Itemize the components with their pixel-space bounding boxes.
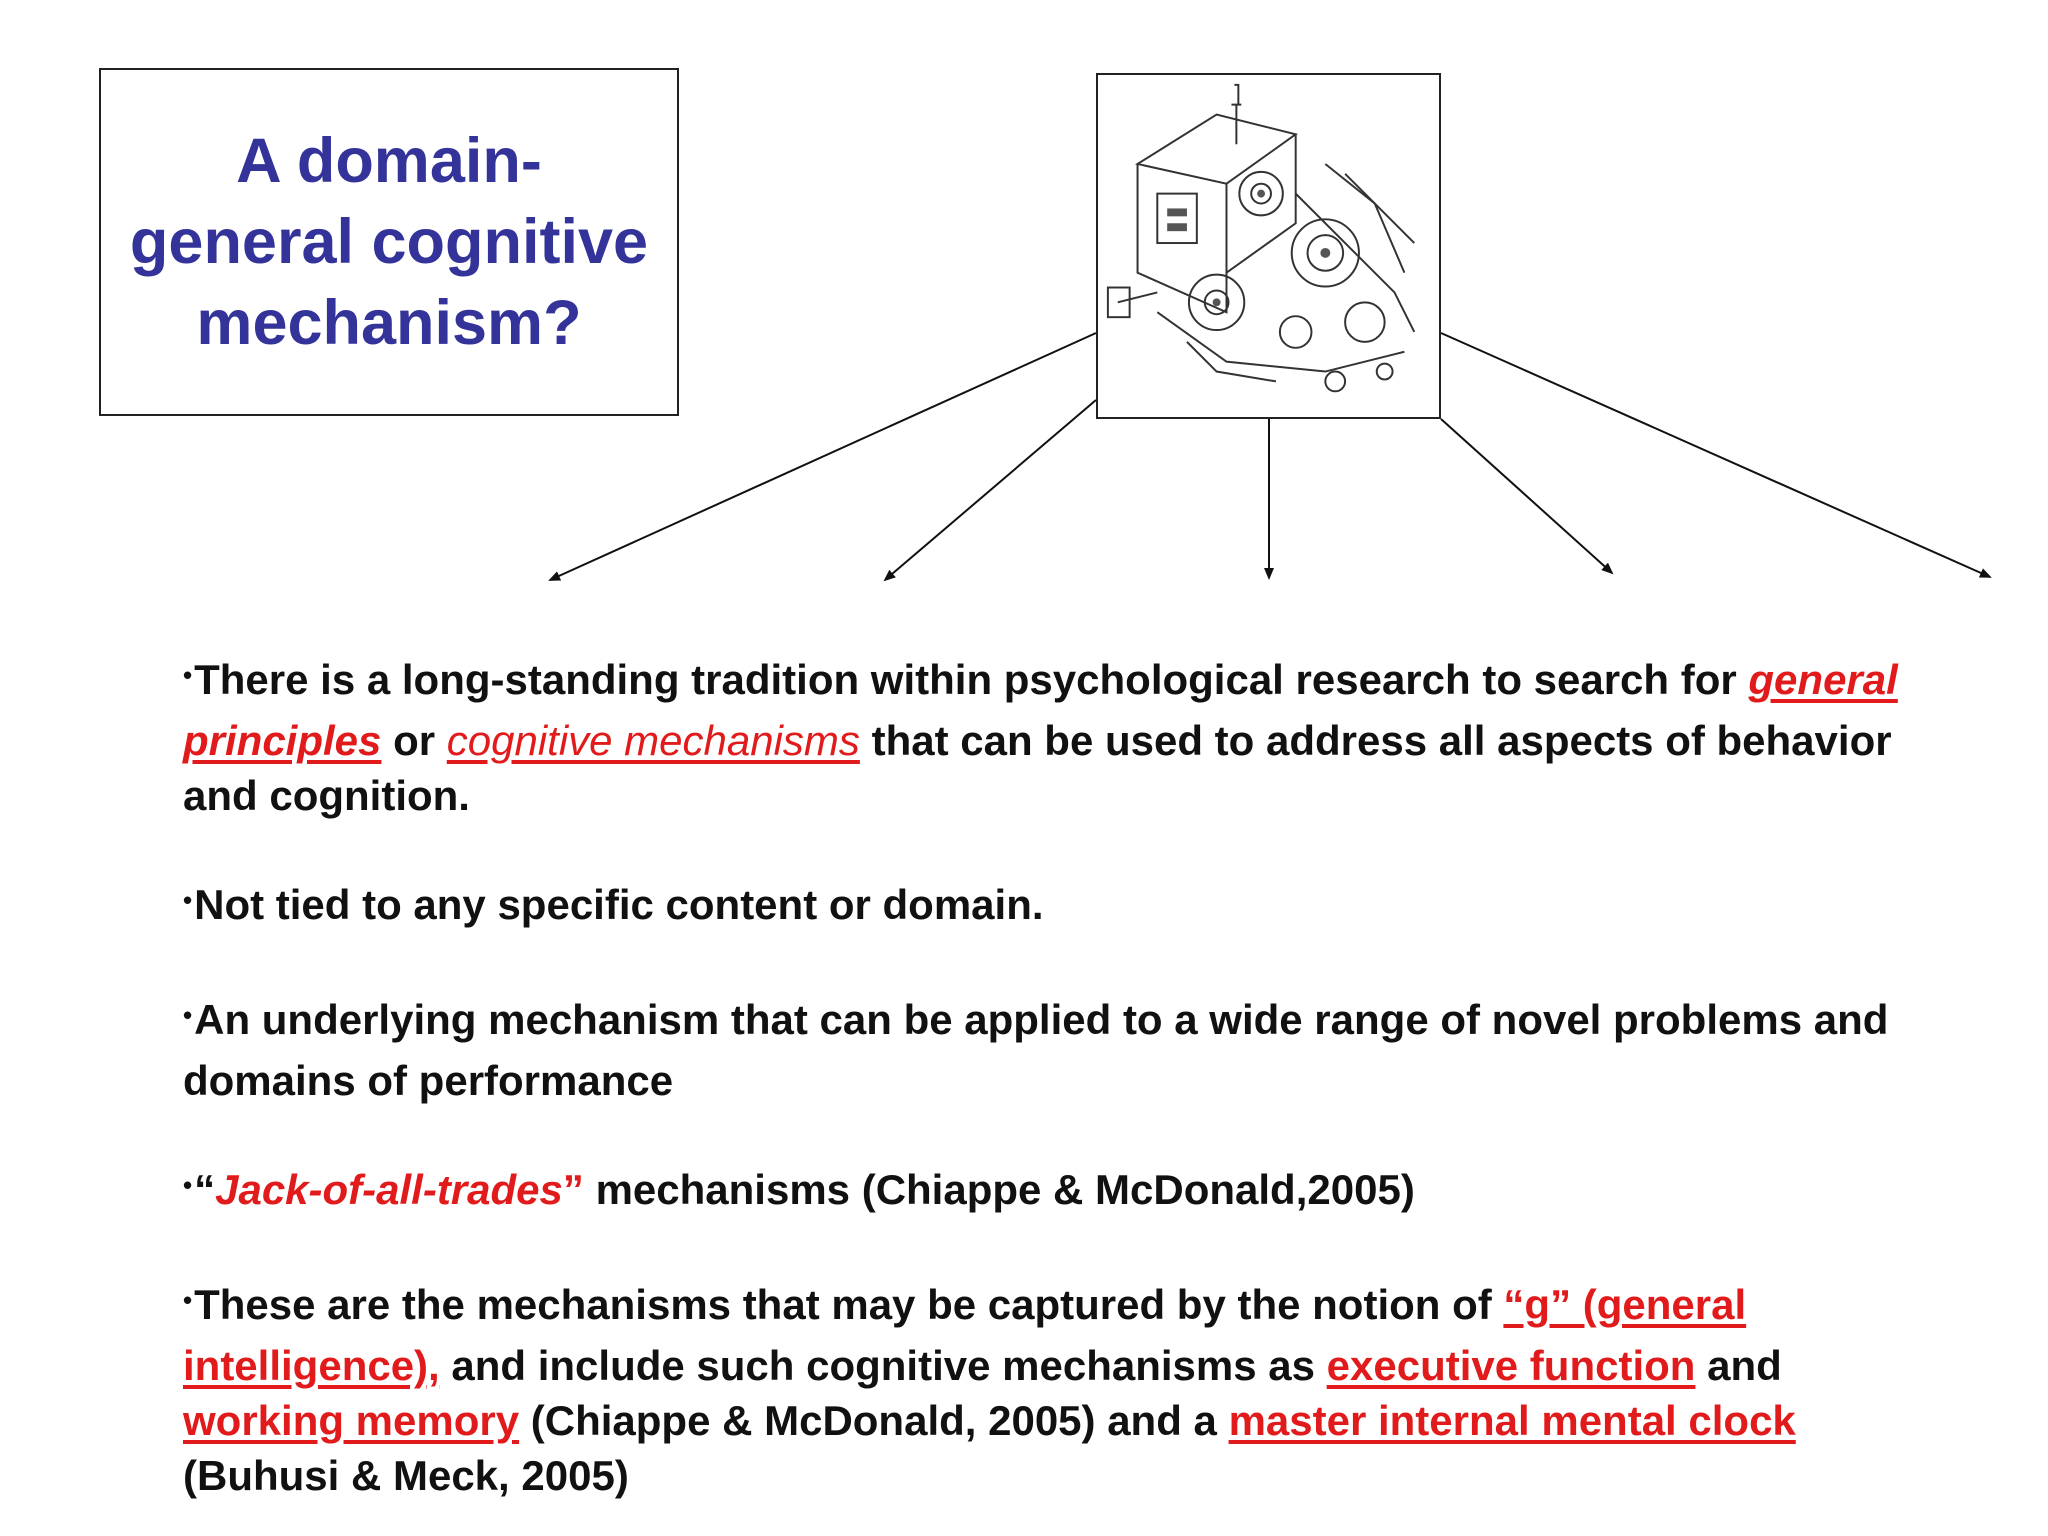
arrow-4 xyxy=(1440,418,1614,575)
title-box: A domain-general cognitive mechanism? xyxy=(99,68,679,416)
bullet-marker: • xyxy=(183,660,193,690)
bullet-marker: • xyxy=(183,885,193,915)
slide-title: A domain-general cognitive mechanism? xyxy=(129,125,649,358)
link-working-memory[interactable]: working memory xyxy=(183,1397,520,1444)
link-cognitive-mechanisms[interactable]: cognitive mechanisms xyxy=(446,717,860,764)
bullet-3-text: An underlying mechanism that can be appl… xyxy=(183,996,1889,1104)
bullet-5-text-2: and include such cognitive mechanisms as xyxy=(439,1342,1327,1389)
bullet-marker: • xyxy=(183,1000,193,1030)
link-executive-function[interactable]: executive function xyxy=(1326,1342,1696,1389)
bullet-5-text-3: and xyxy=(1695,1342,1782,1389)
bullet-1-text: There is a long-standing tradition withi… xyxy=(194,656,1749,703)
bullet-5-text: These are the mechanisms that may be cap… xyxy=(194,1281,1504,1328)
machine-illustration-frame xyxy=(1096,73,1441,419)
bullet-5: •These are the mechanisms that may be ca… xyxy=(183,1277,1933,1503)
open-quote: “ xyxy=(194,1166,216,1213)
bullet-1-text-3: that can be used to address all aspects … xyxy=(183,717,1892,819)
jack-of-all-trades-term: Jack-of-all-trades xyxy=(215,1166,563,1213)
bullet-4: •“Jack-of-all-trades” mechanisms (Chiapp… xyxy=(183,1162,1933,1223)
bullet-1: •There is a long-standing tradition with… xyxy=(183,652,1933,823)
bullet-marker: • xyxy=(183,1170,193,1200)
bullet-2: •Not tied to any specific content or dom… xyxy=(183,877,1933,938)
bullet-1-text-2: or xyxy=(381,717,447,764)
bullet-5-text-5: (Buhusi & Meck, 2005) xyxy=(183,1452,629,1499)
bullet-2-text: Not tied to any specific content or doma… xyxy=(194,881,1044,928)
close-quote: ” xyxy=(562,1166,584,1213)
arrow-2 xyxy=(883,399,1097,582)
arrow-5 xyxy=(1440,332,1992,578)
link-general-principles[interactable]: general principles xyxy=(183,656,1898,764)
bullet-5-text-4: (Chiappe & McDonald, 2005) and a xyxy=(519,1397,1229,1444)
mechanical-gear-machine-icon xyxy=(1106,83,1416,393)
link-master-internal-mental-clock[interactable]: master internal mental clock xyxy=(1228,1397,1796,1444)
bullet-4-text: mechanisms (Chiappe & McDonald,2005) xyxy=(583,1166,1415,1213)
link-general-intelligence[interactable]: “g” (general intelligence), xyxy=(183,1281,1747,1389)
bullet-3: •An underlying mechanism that can be app… xyxy=(183,992,1933,1108)
bullet-marker: • xyxy=(183,1285,193,1315)
bullet-list: •There is a long-standing tradition with… xyxy=(183,652,1933,1503)
